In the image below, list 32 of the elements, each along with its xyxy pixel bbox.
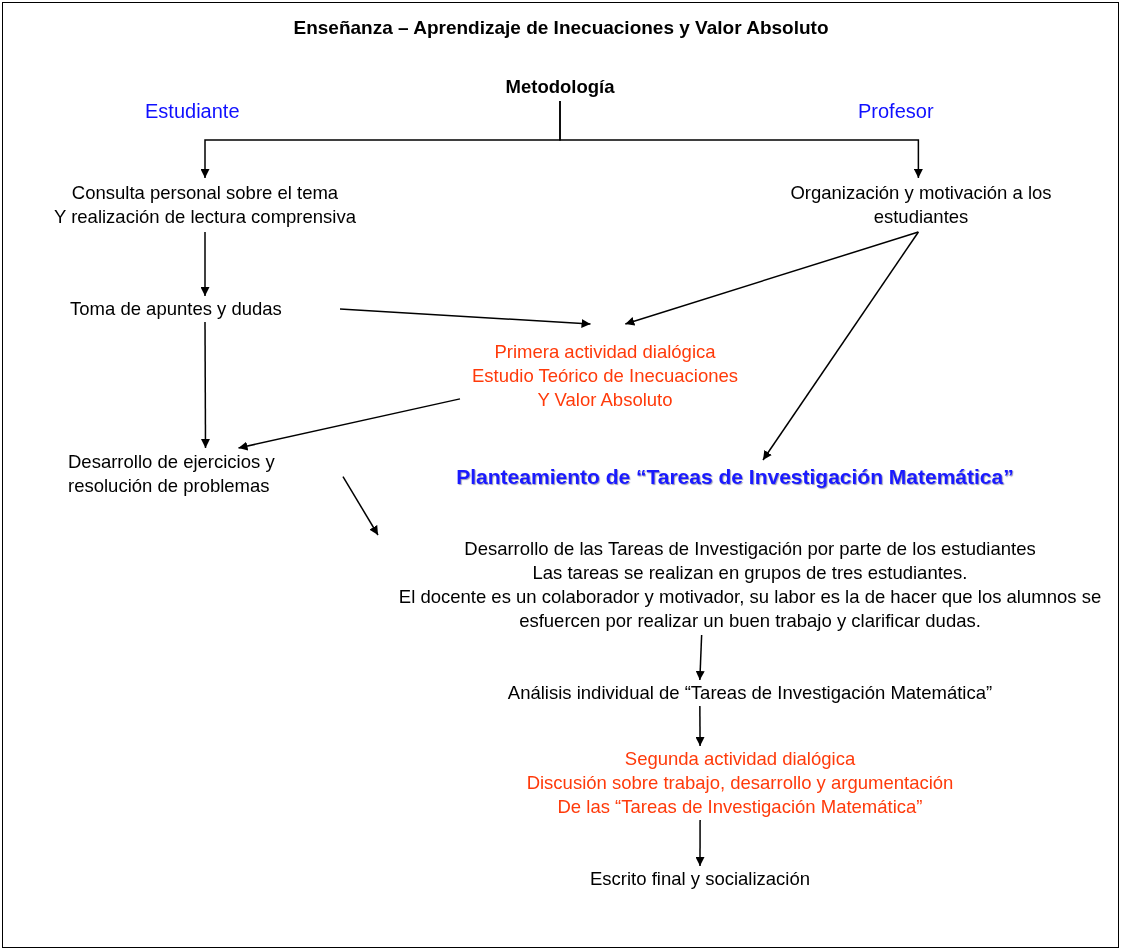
- arrow: [339, 308, 592, 328]
- step-text: Y realización de lectura comprensiva: [53, 205, 357, 229]
- arrow: [695, 634, 705, 681]
- step-text: Análisis individual de “Tareas de Investigación Matemática”: [506, 681, 994, 705]
- arrow: [762, 231, 920, 461]
- step-text: Consulta personal sobre el tema: [70, 181, 340, 205]
- step-text: El docente es un colaborador y motivador, su labor es la de hacer que los alumnos se esfuercen por realizar un buen trabajo y clarificar dudas.: [397, 585, 1103, 633]
- step-text: Escrito final y socialización: [589, 867, 811, 891]
- step-text: De las “Tareas de Investigación Matemática”: [556, 795, 924, 819]
- step-text: Y Valor Absoluto: [536, 388, 674, 412]
- role-label: Profesor: [858, 99, 934, 123]
- diagram-title: Enseñanza – Aprendizaje de Inecuaciones y Valor Absoluto: [292, 16, 830, 40]
- step-text: Estudio Teórico de Inecuaciones: [471, 364, 739, 388]
- step-text: Metodología: [504, 75, 616, 99]
- arrow: [237, 398, 461, 451]
- arrow: [559, 100, 923, 179]
- arrow: [695, 819, 705, 867]
- arrow: [200, 321, 210, 449]
- step-text: Desarrollo de las Tareas de Investigación por parte de los estudiantes: [463, 537, 1037, 561]
- step-text: Las tareas se realizan en grupos de tres estudiantes.: [531, 561, 969, 585]
- arrow: [624, 231, 920, 326]
- step-text: Organización y motivación a los estudiantes: [790, 181, 1052, 229]
- step-text: Segunda actividad dialógica: [623, 747, 857, 771]
- step-text: Toma de apuntes y dudas: [70, 297, 283, 321]
- arrow: [342, 475, 379, 536]
- step-text: Desarrollo de ejercicios y resolución de problemas: [68, 450, 276, 498]
- arrow: [200, 231, 210, 297]
- step-text: Planteamiento de “Tareas de Investigación Matemática”: [455, 465, 1015, 489]
- step-text: Discusión sobre trabajo, desarrollo y argumentación: [525, 771, 955, 795]
- role-label: Estudiante: [145, 99, 240, 123]
- arrow: [695, 705, 705, 747]
- step-text: Primera actividad dialógica: [493, 340, 717, 364]
